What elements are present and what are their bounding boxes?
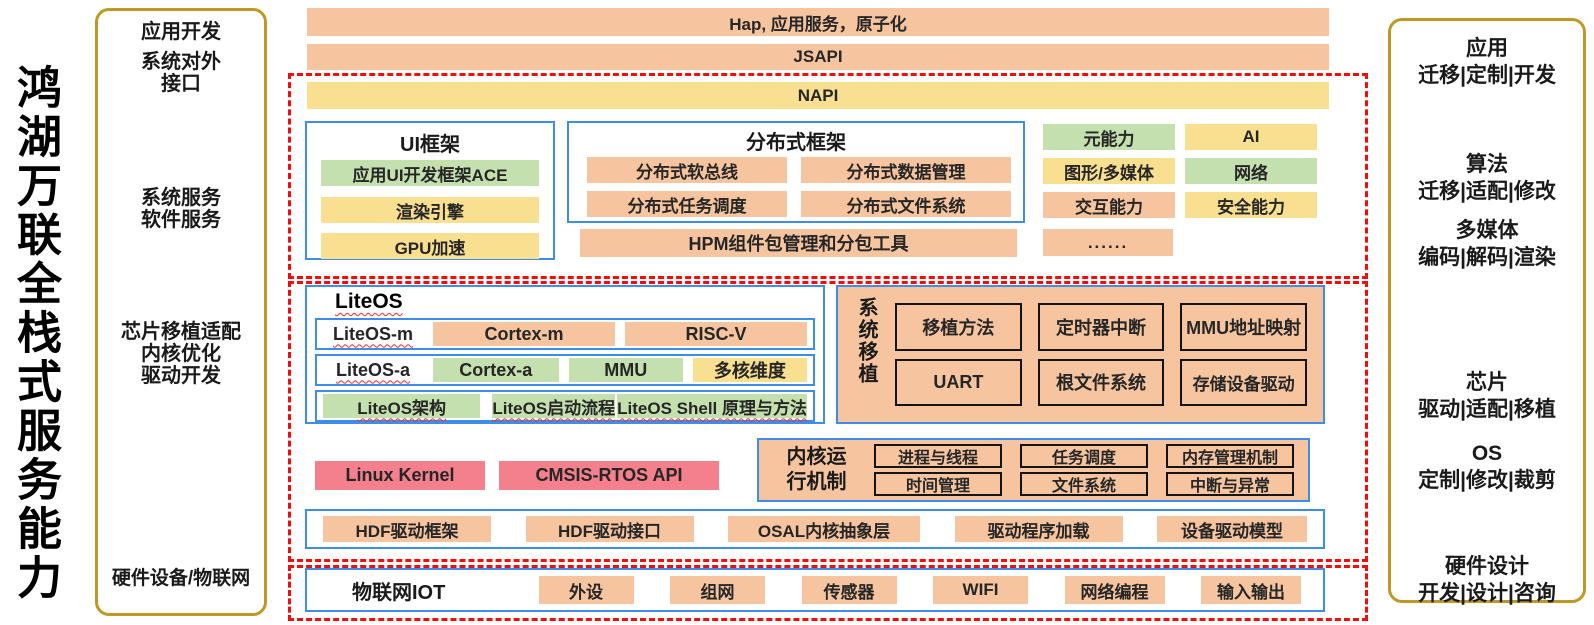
- porting-item-method: 移植方法: [895, 303, 1022, 351]
- porting-item-storage-driver: 存储设备驱动: [1180, 358, 1307, 406]
- liteos-box: LiteOS LiteOS-m Cortex-m RISC-V LiteOS-a…: [305, 285, 825, 424]
- porting-item-uart: UART: [895, 358, 1022, 406]
- frame-services-section: [288, 73, 1368, 279]
- left-label-hardware-iot: 硬件设备/物联网: [111, 568, 251, 589]
- liteos-item-risc-v: RISC-V: [625, 322, 807, 346]
- frame-iot-section: [288, 565, 1368, 621]
- iot-item-peripherals: 外设: [538, 576, 634, 604]
- iot-item-wifi: WIFI: [933, 576, 1028, 604]
- hdf-row: HDF驱动框架 HDF驱动接口 OSAL内核抽象层 驱动程序加载 设备驱动模型: [305, 509, 1325, 549]
- left-label-system-api: 系统对外 接口: [141, 51, 221, 95]
- capability-network: 网络: [1185, 158, 1317, 184]
- hdf-item-osal: OSAL内核抽象层: [728, 516, 920, 542]
- iot-item-network-programming: 网络编程: [1064, 576, 1165, 604]
- capability-ai: AI: [1185, 124, 1317, 150]
- kernel-runtime-box: 内核运 行机制 进程与线程 任务调度 内存管理机制 时间管理 文件系统 中断与异…: [757, 438, 1310, 502]
- runtime-item-time-mgmt: 时间管理: [874, 472, 1002, 496]
- ui-item-render-engine: 渲染引擎: [321, 197, 539, 223]
- dist-framework-box: 分布式框架 分布式软总线 分布式数据管理 分布式任务调度 分布式文件系统: [567, 121, 1025, 223]
- iot-row: 物联网IOT 外设 组网 传感器 WIFI 网络编程 输入输出: [305, 568, 1325, 612]
- right-item-os: OS 定制|修改|裁剪: [1418, 442, 1556, 492]
- ui-item-gpu: GPU加速: [321, 233, 539, 259]
- liteos-item-architecture: LiteOS架构: [323, 394, 481, 418]
- ui-item-ace: 应用UI开发框架ACE: [321, 160, 539, 186]
- ui-framework-title: UI框架: [400, 134, 460, 156]
- runtime-item-interrupt-exception: 中断与异常: [1166, 472, 1294, 496]
- liteos-row-a: LiteOS-a Cortex-a MMU 多核维度: [315, 354, 815, 386]
- liteos-item-cortex-m: Cortex-m: [433, 322, 615, 346]
- left-label-app-dev: 应用开发: [141, 21, 221, 43]
- liteos-item-mmu: MMU: [568, 358, 683, 382]
- napi-bar: NAPI: [307, 82, 1329, 109]
- capability-security: 安全能力: [1185, 192, 1317, 218]
- dist-item-task-sched: 分布式任务调度: [587, 191, 787, 217]
- right-panel: 应用 迁移|定制|开发 算法 迁移|适配|修改 多媒体 编码|解码|渲染 芯片 …: [1388, 18, 1586, 605]
- porting-item-mmu-mapping: MMU地址映射: [1180, 303, 1307, 351]
- runtime-item-task-sched: 任务调度: [1020, 444, 1148, 468]
- iot-item-input-output: 输入输出: [1201, 576, 1301, 604]
- hap-bar: Hap, 应用服务，原子化: [307, 8, 1329, 36]
- capability-meta-ability: 元能力: [1043, 124, 1175, 150]
- right-item-chip: 芯片 驱动|适配|移植: [1418, 371, 1556, 421]
- capability-graphics-media: 图形/多媒体: [1043, 158, 1175, 184]
- iot-item-networking: 组网: [670, 576, 765, 604]
- liteos-item-shell: LiteOS Shell 原理与方法: [617, 394, 807, 418]
- system-porting-box: 系统移植 移植方法 定时器中断 MMU地址映射 UART 根文件系统 存储设备驱…: [836, 285, 1325, 424]
- liteos-m-label: LiteOS-m: [332, 323, 413, 344]
- capability-interaction: 交互能力: [1043, 192, 1175, 218]
- main-title: 鸿湖万联全栈式服务能力: [10, 64, 61, 603]
- capability-ellipsis: ......: [1043, 229, 1173, 256]
- dist-item-file-system: 分布式文件系统: [801, 191, 1011, 217]
- dist-framework-title: 分布式框架: [746, 132, 846, 154]
- runtime-item-file-system: 文件系统: [1020, 472, 1148, 496]
- left-panel: 应用开发 系统对外 接口 系统服务 软件服务 芯片移植适配 内核优化 驱动开发 …: [95, 8, 267, 616]
- right-item-algorithm: 算法 迁移|适配|修改: [1418, 153, 1556, 203]
- runtime-item-memory-mgmt: 内存管理机制: [1166, 444, 1294, 468]
- liteos-row-m: LiteOS-m Cortex-m RISC-V: [315, 318, 815, 350]
- left-label-chip-porting: 芯片移植适配 内核优化 驱动开发: [121, 321, 241, 387]
- left-label-system-service: 系统服务 软件服务: [141, 187, 221, 231]
- cmsis-rtos-bar: CMSIS-RTOS API: [499, 461, 719, 490]
- linux-kernel-bar: Linux Kernel: [315, 461, 485, 490]
- liteos-item-multicore: 多核维度: [692, 358, 807, 382]
- runtime-item-process-thread: 进程与线程: [874, 444, 1002, 468]
- porting-item-rootfs: 根文件系统: [1037, 358, 1165, 406]
- kernel-runtime-title: 内核运 行机制: [786, 446, 847, 493]
- hdf-item-framework: HDF驱动框架: [323, 516, 491, 542]
- liteos-row-arch: LiteOS架构 LiteOS启动流程 LiteOS Shell 原理与方法: [315, 390, 815, 422]
- hdf-item-driver-loading: 驱动程序加载: [954, 516, 1123, 542]
- liteos-item-cortex-a: Cortex-a: [433, 358, 559, 382]
- hdf-item-interface: HDF驱动接口: [525, 516, 694, 542]
- jsapi-bar: JSAPI: [307, 44, 1329, 70]
- dist-item-softbus: 分布式软总线: [587, 157, 787, 183]
- frame-kernel-section: [288, 281, 1368, 562]
- right-item-hardware-design: 硬件设计 开发|设计|咨询: [1418, 555, 1556, 605]
- iot-item-sensors: 传感器: [801, 576, 897, 604]
- system-porting-title: 系统移植: [855, 297, 877, 385]
- right-item-multimedia: 多媒体 编码|解码|渲染: [1418, 219, 1556, 269]
- liteos-item-boot-flow: LiteOS启动流程: [492, 394, 616, 418]
- ui-framework-box: UI框架 应用UI开发框架ACE 渲染引擎 GPU加速: [305, 121, 555, 260]
- dist-item-data-mgmt: 分布式数据管理: [801, 157, 1011, 183]
- right-item-application: 应用 迁移|定制|开发: [1418, 37, 1556, 87]
- iot-title: 物联网IOT: [352, 581, 446, 604]
- porting-item-timer-interrupt: 定时器中断: [1037, 303, 1165, 351]
- hpm-bar: HPM组件包管理和分包工具: [580, 229, 1017, 257]
- liteos-a-label: LiteOS-a: [335, 359, 410, 380]
- hdf-item-device-model: 设备驱动模型: [1157, 516, 1307, 542]
- liteos-title: LiteOS: [335, 290, 403, 313]
